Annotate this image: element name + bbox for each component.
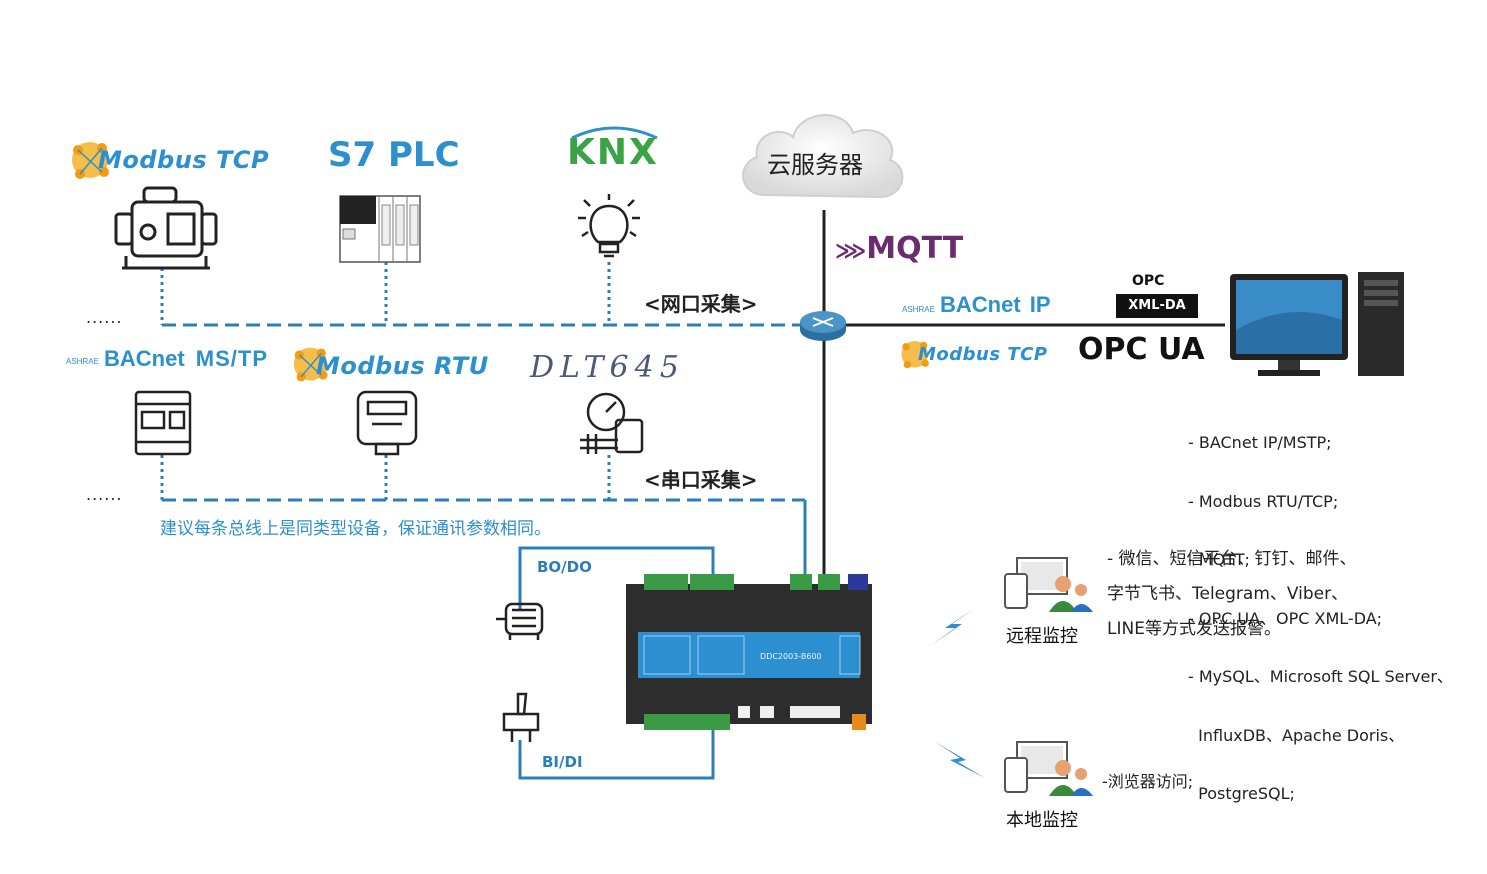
feature-item: - OPC UA、OPC XML-DA; [1188, 608, 1383, 628]
ellipsis-bottom: ...... [86, 485, 123, 504]
serial-label: <串口采集> [644, 468, 758, 492]
ellipsis-top: ...... [86, 308, 123, 327]
modbus-tcp-right-text: Modbus TCP [918, 344, 1048, 365]
plc-device [339, 195, 421, 267]
dlt645-logo: DLT645 [530, 350, 685, 385]
opc-small-logo: OPC [1132, 273, 1165, 289]
computer-icon [1230, 272, 1404, 376]
ip-text: IP [1029, 292, 1051, 317]
toggle-switch-device [500, 690, 542, 750]
modbus-network-icon [72, 142, 109, 179]
alarm-line: LINE等方式发送报警。 [1107, 619, 1281, 639]
modbus-tcp-right-logo: Modbus TCP [898, 338, 1068, 374]
ashrae-icon: ASHRAE [66, 357, 99, 366]
modbus-network-icon [901, 340, 929, 369]
ashrae-icon: ASHRAE [902, 305, 935, 314]
xml-da-badge: XML-DA [1116, 294, 1198, 318]
mqtt-logo: ⋙MQTT [835, 231, 963, 266]
ethernet-label: <网口采集> [644, 292, 758, 316]
mqtt-wave-icon: ⋙ [835, 239, 867, 264]
energy-meter-device [356, 390, 418, 460]
knx-logo: KNX [567, 122, 662, 173]
mstp-text: MS/TP [195, 346, 268, 371]
knx-text: KNX [567, 132, 659, 173]
lightbulb-icon [578, 194, 640, 258]
pc-workstation [1228, 270, 1408, 384]
compressor-device [112, 184, 220, 276]
light-device [570, 192, 648, 268]
modbus-rtu-text: Modbus RTU [316, 352, 489, 380]
plc-icon [339, 195, 421, 263]
gauge-meter-device [578, 390, 648, 460]
alarm-channels: - 微信、短信平台、钉钉、邮件、 字节飞书、Telegram、Viber、 LI… [1107, 542, 1357, 647]
controller-body [626, 574, 872, 730]
bus-note: 建议每条总线上是同类型设备，保证通讯参数相同。 [160, 519, 551, 539]
alarm-line: 字节飞书、Telegram、Viber、 [1107, 584, 1349, 604]
alarm-line: - 微信、短信平台、钉钉、邮件、 [1107, 549, 1357, 569]
feature-item: InfluxDB、Apache Doris、 [1188, 725, 1405, 745]
network-switch [798, 308, 848, 348]
modbus-tcp-logo: Modbus TCP [68, 138, 288, 184]
local-monitor-device [1003, 740, 1095, 806]
opc-ua-logo: OPC UA [1078, 332, 1205, 367]
compressor-icon [114, 186, 218, 270]
din-module-icon [134, 390, 192, 456]
toggle-switch-icon [502, 692, 540, 742]
mqtt-text: MQTT [866, 231, 964, 266]
cloud-label: 云服务器 [767, 151, 863, 179]
feature-item: - BACnet IP/MSTP; [1188, 433, 1332, 452]
feature-item: - Modbus RTU/TCP; [1188, 491, 1339, 511]
switch-icon [800, 311, 846, 341]
bacnet-ip-logo: ASHRAE BACnet IP [902, 292, 1051, 318]
cloud-server: 云服务器 [735, 105, 910, 215]
bacnet-ip-text: BACnet [940, 292, 1021, 317]
modbus-tcp-text: Modbus TCP [98, 146, 270, 174]
local-monitor-note: -浏览器访问; [1102, 772, 1194, 791]
server-feature-list: - BACnet IP/MSTP; - Modbus RTU/TCP; - MQ… [1188, 394, 1453, 823]
ddc-controller: DDC2003-B600 [626, 574, 872, 734]
s7-plc-logo: S7 PLC [328, 135, 460, 175]
feature-item: - MySQL、Microsoft SQL Server、 [1188, 667, 1453, 686]
modbus-rtu-logo: Modbus RTU [290, 344, 500, 390]
feature-item: PostgreSQL; [1188, 784, 1295, 803]
feature-item: - MQTT; [1188, 550, 1250, 569]
local-monitor-label: 本地监控 [1006, 810, 1078, 831]
controller-model-label: DDC2003-B600 [760, 652, 822, 661]
cloud-icon [742, 114, 904, 199]
modbus-network-icon [293, 347, 328, 382]
bo-do-label: BO/DO [537, 558, 592, 576]
remote-monitor-label: 远程监控 [1006, 626, 1078, 647]
bacnet-mstp-logo: ASHRAE BACnet MS/TP [66, 346, 268, 372]
din-controller-device [134, 390, 192, 460]
motor-device [494, 598, 550, 646]
remote-monitor-device [1003, 556, 1095, 622]
knx-arc-icon [571, 126, 658, 140]
bi-di-label: BI/DI [542, 753, 583, 771]
bacnet-text: BACnet [104, 346, 185, 371]
devices-users-icon [1004, 741, 1093, 796]
devices-users-icon [1004, 557, 1093, 612]
motor-icon [496, 602, 544, 640]
energy-meter-icon [356, 390, 418, 456]
gauge-meter-icon [580, 392, 644, 454]
